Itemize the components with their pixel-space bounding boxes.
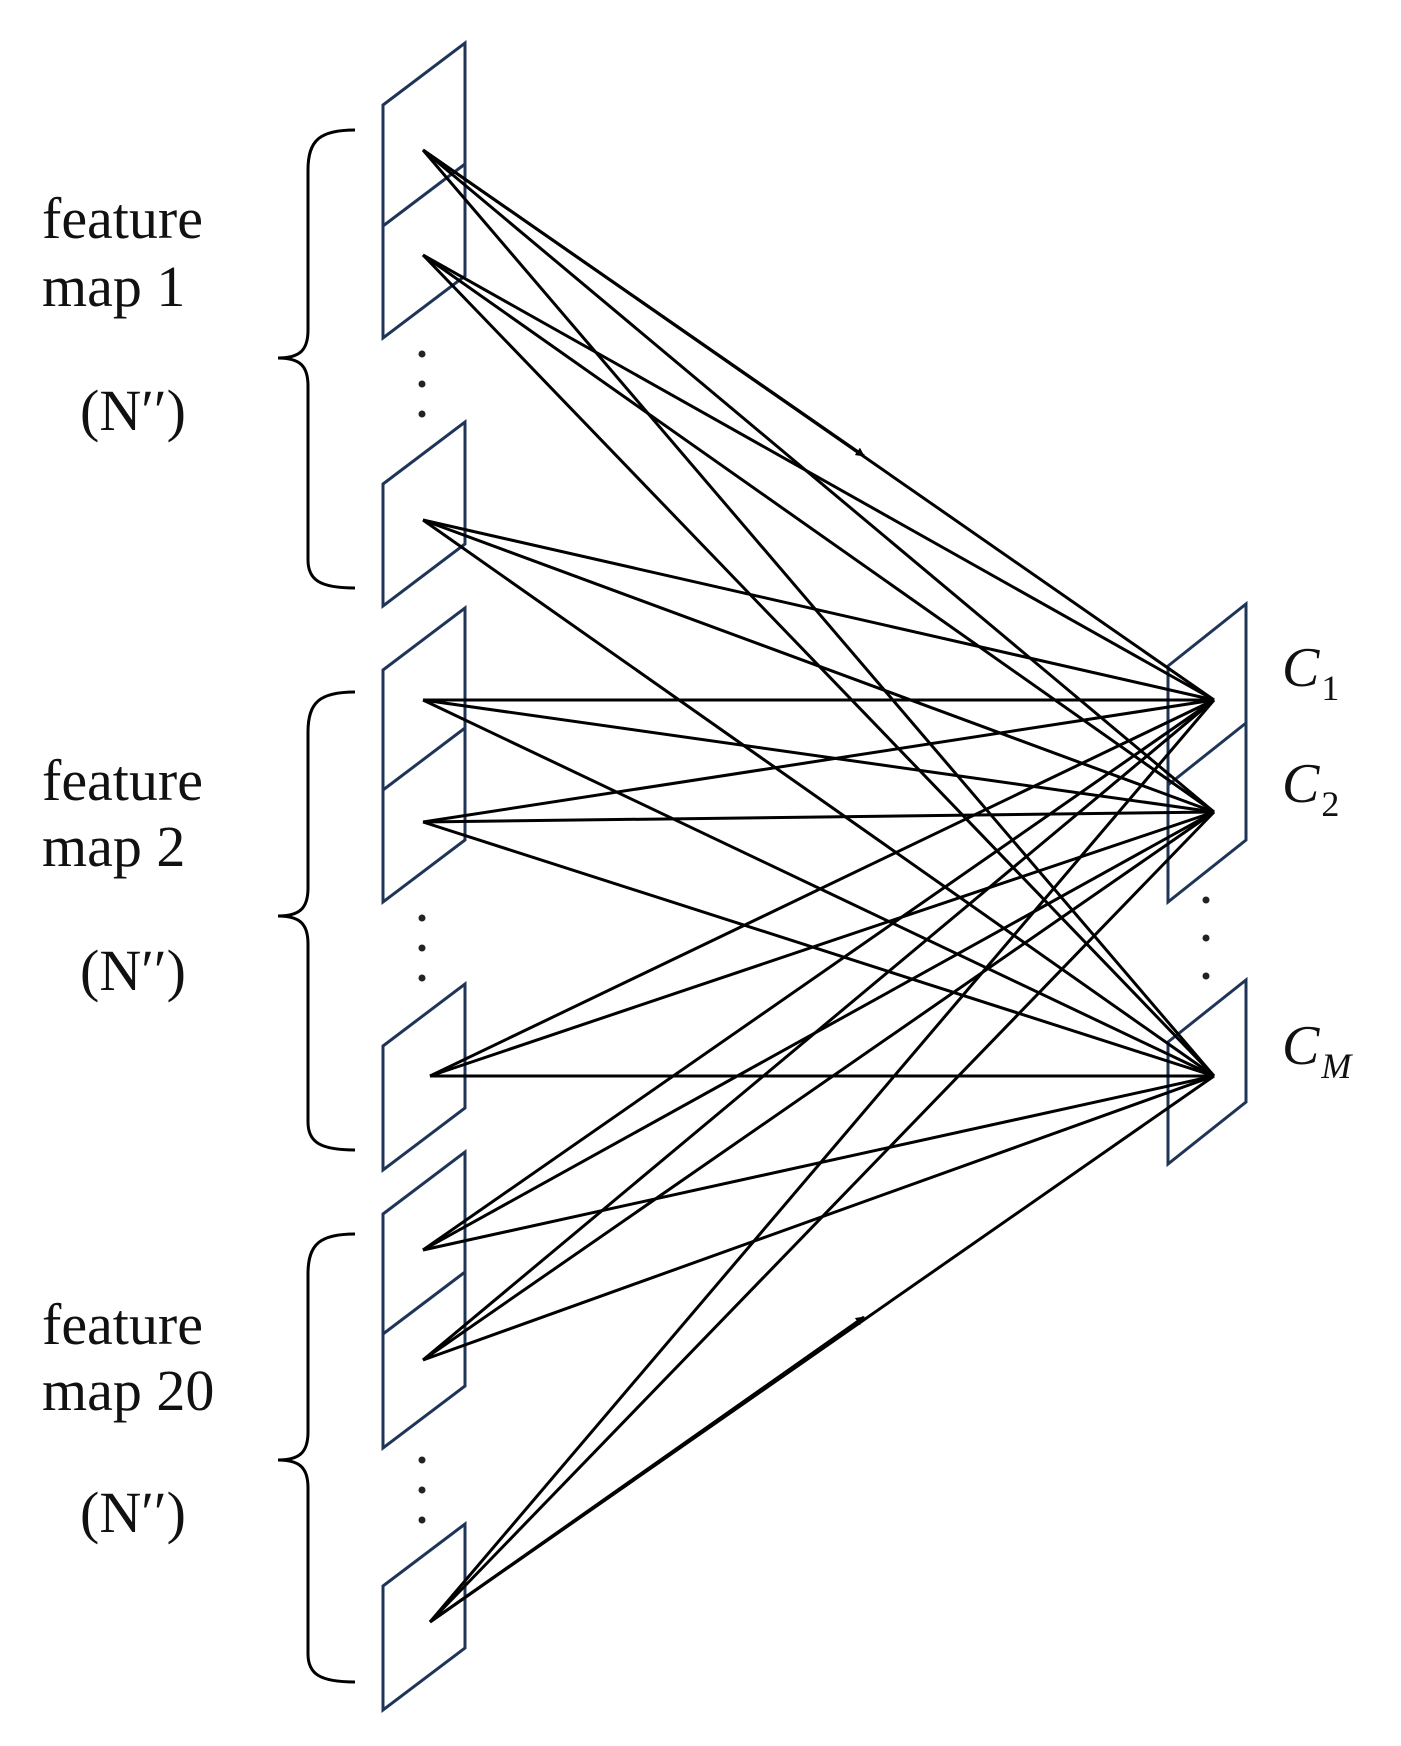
group-3-title-line2: map 20 bbox=[42, 1358, 215, 1423]
connection-line bbox=[422, 820, 1215, 1078]
output-label-cm-base: C bbox=[1282, 1015, 1320, 1077]
connection-line bbox=[422, 253, 1215, 814]
ellipsis-dot bbox=[418, 974, 426, 982]
arrows bbox=[422, 148, 865, 1624]
connection-line bbox=[422, 253, 1215, 702]
connection-line bbox=[422, 518, 1215, 702]
ellipsis-dot bbox=[1202, 972, 1210, 980]
arrow-example-bottom bbox=[429, 1315, 865, 1624]
output-label-c2: C2 bbox=[1282, 756, 1339, 822]
connections bbox=[421, 148, 1216, 1624]
output-plane-divider bbox=[1167, 721, 1247, 787]
group-2-title-line2: map 2 bbox=[42, 814, 186, 879]
group-3-title-line1: feature bbox=[42, 1292, 203, 1357]
input-plane bbox=[381, 1520, 467, 1714]
ellipsis-dot bbox=[418, 1456, 426, 1464]
ellipsis-dot bbox=[1202, 934, 1210, 942]
brace-group-1 bbox=[277, 128, 356, 590]
output-label-c1: C1 bbox=[1282, 640, 1339, 706]
brace-group-3 bbox=[277, 1232, 356, 1684]
output-plane-bottom bbox=[1166, 976, 1248, 1168]
connection-line bbox=[422, 518, 1215, 814]
output-label-cm: CM bbox=[1282, 1018, 1351, 1084]
connection-line bbox=[422, 518, 1215, 1078]
input-plane bbox=[381, 604, 467, 906]
connection-line bbox=[422, 810, 1215, 1362]
brace-group-2 bbox=[277, 690, 356, 1152]
ellipsis-dot bbox=[418, 380, 426, 388]
output-label-c2-sub: 2 bbox=[1321, 784, 1340, 824]
input-planes bbox=[381, 39, 467, 1714]
braces bbox=[277, 128, 356, 1684]
group-3-count: (N′′) bbox=[80, 1480, 186, 1545]
arrow-example-top bbox=[422, 148, 865, 458]
ellipsis-dot bbox=[418, 944, 426, 952]
input-plane bbox=[381, 1148, 467, 1452]
output-plane-top bbox=[1166, 600, 1248, 906]
group-2-count: (N′′) bbox=[80, 938, 186, 1003]
ellipsis-dot bbox=[418, 914, 426, 922]
connection-line bbox=[422, 698, 1215, 1078]
ellipsis-dot bbox=[418, 1486, 426, 1494]
output-label-c1-base: C bbox=[1282, 637, 1320, 699]
connection-line bbox=[422, 148, 1215, 814]
group-2-title-line1: feature bbox=[42, 748, 203, 813]
ellipsis-dot bbox=[418, 410, 426, 418]
group-1-count: (N′′) bbox=[80, 378, 186, 443]
connection-line bbox=[429, 698, 1215, 1078]
connection-line bbox=[428, 699, 1216, 1623]
connection-line bbox=[422, 698, 1215, 1252]
input-plane bbox=[381, 980, 467, 1174]
connection-line bbox=[422, 698, 1215, 1362]
connection-line bbox=[422, 1074, 1215, 1362]
output-label-c2-base: C bbox=[1282, 753, 1320, 815]
output-label-cm-sub: M bbox=[1321, 1046, 1352, 1086]
input-plane bbox=[381, 418, 467, 610]
input-plane-divider bbox=[382, 726, 466, 792]
connection-line bbox=[429, 810, 1215, 1078]
ellipsis-dot bbox=[1202, 896, 1210, 904]
ellipsis-dot bbox=[418, 350, 426, 358]
input-plane bbox=[381, 39, 467, 342]
connection-line bbox=[421, 149, 1216, 1077]
ellipses bbox=[418, 350, 1210, 1524]
group-1-title-line2: map 1 bbox=[42, 254, 186, 319]
connection-line bbox=[422, 698, 1215, 824]
input-plane-divider bbox=[382, 1270, 466, 1336]
connection-line bbox=[422, 810, 1215, 824]
connection-line bbox=[428, 810, 1216, 1624]
group-1-title-line1: feature bbox=[42, 186, 203, 251]
output-plane bbox=[1166, 600, 1248, 1168]
ellipsis-dot bbox=[418, 1516, 426, 1524]
output-label-c1-sub: 1 bbox=[1321, 668, 1340, 708]
